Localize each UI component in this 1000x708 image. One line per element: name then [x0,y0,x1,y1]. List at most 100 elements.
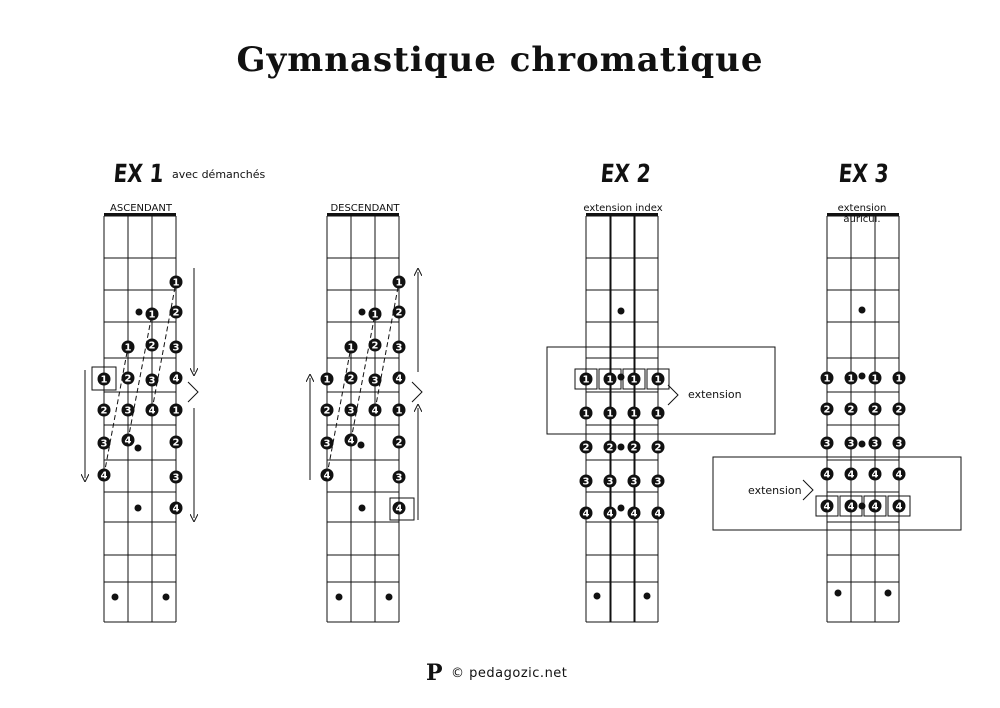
finger-marker [820,467,834,481]
position-dot [134,444,142,452]
finger-marker [169,501,183,515]
shift-line [103,346,129,476]
finger-number: 3 [872,439,879,450]
finger-marker [844,467,858,481]
finger-marker [97,468,111,482]
finger-marker [121,371,135,385]
finger-number: 3 [324,439,331,450]
finger-marker [892,402,906,416]
finger-number: 4 [173,504,180,515]
finger-number: 3 [824,439,831,450]
finger-number: 4 [583,509,590,520]
finger-marker [320,403,334,417]
nut-bar [327,213,399,216]
position-dot [134,504,142,512]
nut-bar [586,213,658,216]
position-dot [358,504,366,512]
finger-number: 1 [631,375,638,386]
finger-marker [868,467,882,481]
finger-marker [579,372,593,386]
highlight-box [887,495,911,517]
finger-marker [169,340,183,354]
finger-marker [320,436,334,450]
position-dot [617,373,625,381]
footer-text: © pedagozic.net [451,665,568,681]
finger-marker [97,403,111,417]
highlight-box [712,456,962,531]
finger-number: 3 [848,439,855,450]
finger-number: 3 [173,343,180,354]
finger-number: 3 [583,477,590,488]
finger-marker [627,406,641,420]
finger-number: 4 [173,374,180,385]
position-dot [858,502,866,510]
finger-marker [579,406,593,420]
highlight-box [815,495,839,517]
finger-number: 2 [655,443,662,454]
finger-marker [868,499,882,513]
finger-marker [320,468,334,482]
finger-marker [121,340,135,354]
ex2-extension-label: extension [688,388,742,401]
board-heading-descendant: DESCENDANT [330,203,400,214]
finger-number: 4 [872,470,879,481]
finger-number: 4 [396,374,403,385]
finger-number: 3 [372,376,379,387]
finger-marker [603,506,617,520]
finger-number: 2 [607,443,614,454]
finger-marker [651,372,665,386]
finger-marker [392,275,406,289]
finger-marker [145,373,159,387]
finger-number: 2 [149,341,156,352]
chevron-mark [667,384,679,406]
finger-marker [169,305,183,319]
finger-marker [368,403,382,417]
finger-marker [145,403,159,417]
finger-marker [368,307,382,321]
finger-marker [651,440,665,454]
board-heading-ascendant: ASCENDANT [110,203,172,214]
finger-number: 3 [348,406,355,417]
position-dot [358,308,366,316]
shift-line [374,281,400,411]
position-dot [858,306,866,314]
position-dot [357,441,365,449]
finger-marker [169,470,183,484]
finger-marker [121,433,135,447]
finger-number: 4 [824,502,831,513]
finger-number: 4 [896,470,903,481]
finger-marker [579,474,593,488]
finger-number: 2 [173,308,180,319]
finger-number: 1 [173,406,180,417]
position-dot [858,372,866,380]
finger-marker [145,307,159,321]
finger-marker [392,340,406,354]
highlight-box [546,346,776,435]
finger-number: 3 [173,473,180,484]
finger-number: 1 [348,343,355,354]
finger-marker [627,440,641,454]
finger-number: 4 [324,471,331,482]
position-dot [617,504,625,512]
finger-number: 1 [125,343,132,354]
position-dot [593,592,601,600]
position-dot [385,593,393,601]
finger-marker [145,338,159,352]
finger-marker [844,402,858,416]
finger-marker [651,506,665,520]
finger-marker [368,338,382,352]
finger-number: 1 [824,374,831,385]
finger-marker [603,440,617,454]
finger-number: 4 [607,509,614,520]
finger-number: 1 [631,409,638,420]
finger-number: 2 [348,374,355,385]
finger-number: 2 [324,406,331,417]
finger-number: 2 [848,405,855,416]
finger-marker [820,402,834,416]
finger-number: 2 [173,438,180,449]
finger-marker [820,436,834,450]
chevron-mark [187,381,199,403]
finger-number: 3 [631,477,638,488]
position-dot [617,443,625,451]
